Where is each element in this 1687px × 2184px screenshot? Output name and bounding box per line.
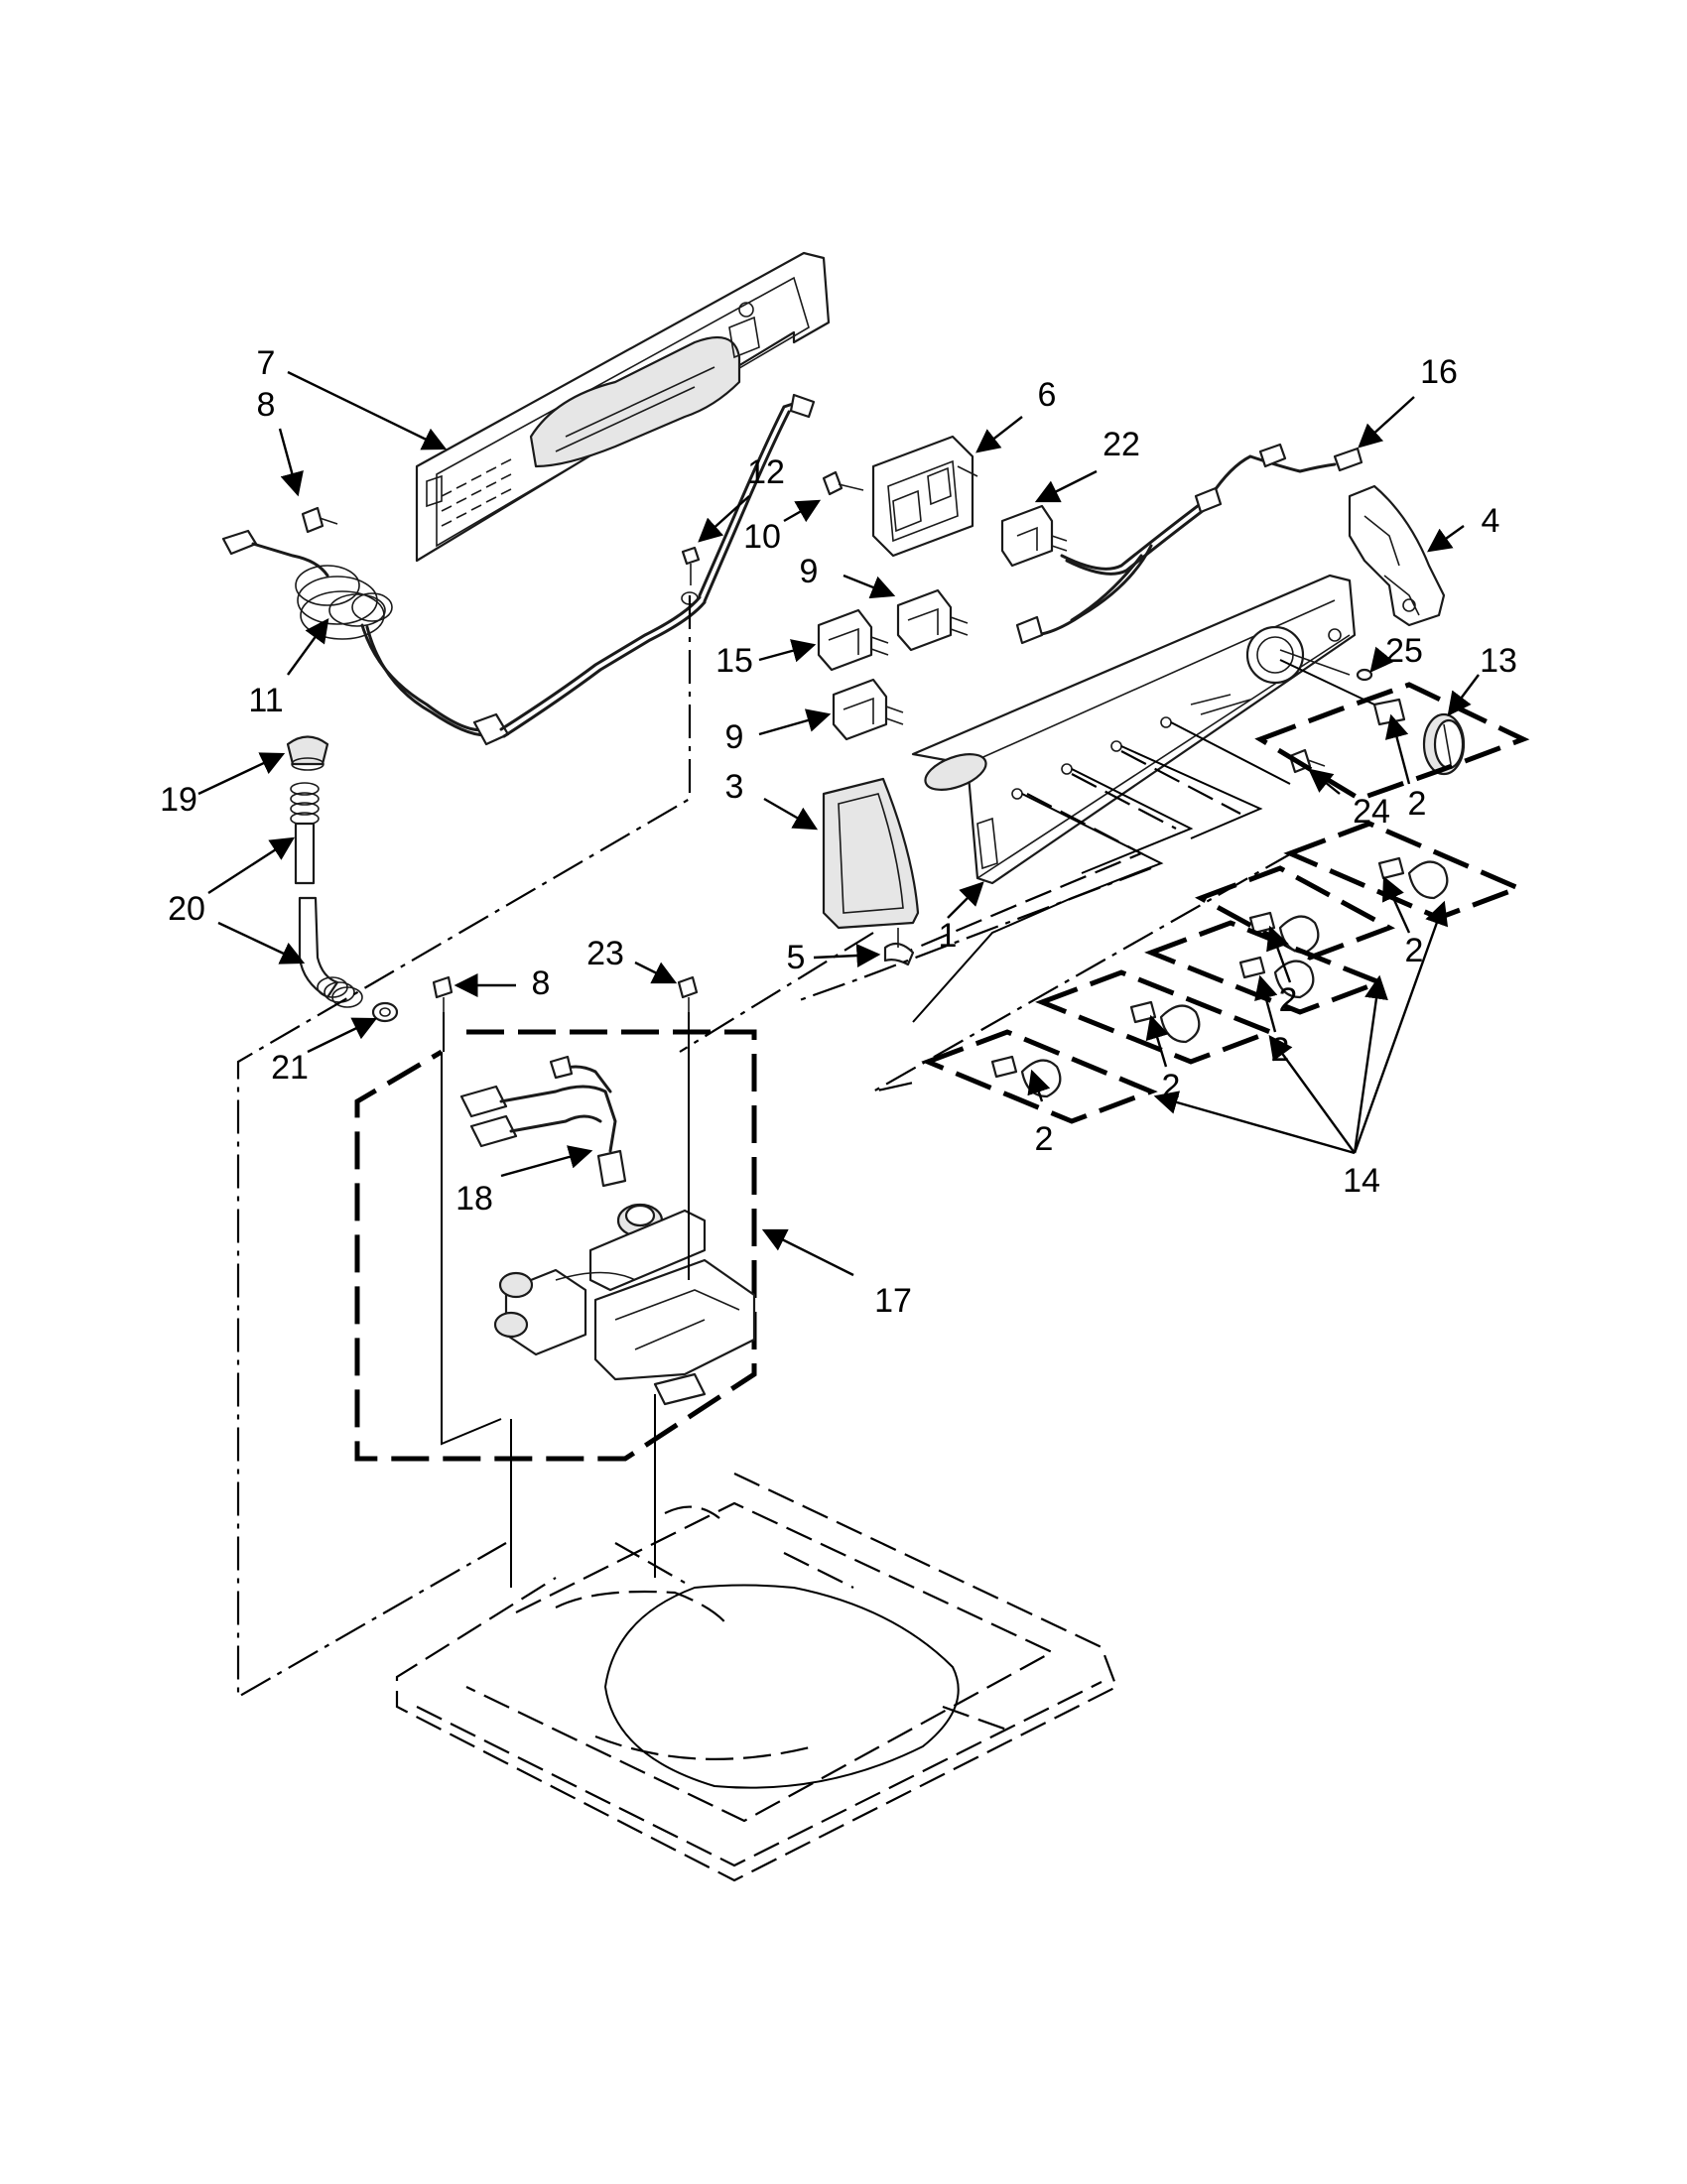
callout-24: 24	[1353, 793, 1390, 831]
callout-8-top: 8	[257, 386, 276, 424]
washer-25	[1356, 668, 1373, 682]
console-rear-panel	[415, 251, 831, 563]
callout-9-lower: 9	[725, 718, 744, 756]
console-main	[911, 574, 1357, 885]
callout-4: 4	[1482, 502, 1500, 540]
screw-10	[822, 470, 864, 496]
water-valve-assembly-box	[354, 1029, 757, 1462]
filler-cap-19	[286, 735, 329, 771]
callout-19: 19	[160, 781, 197, 819]
dispenser-cover-3	[822, 777, 920, 930]
switch-9-upper	[896, 588, 969, 652]
callout-8-lower: 8	[532, 964, 551, 1002]
callout-20: 20	[168, 890, 205, 928]
screw-23	[677, 975, 699, 1012]
water-valve	[493, 1203, 756, 1406]
switch-9-lower	[832, 678, 904, 741]
callout-12: 12	[747, 453, 785, 491]
callout-1: 1	[939, 917, 958, 955]
control-bracket	[1348, 484, 1446, 627]
callout-2-e: 2	[1035, 1120, 1054, 1158]
clip-5	[883, 928, 915, 966]
wire-harness-rear	[499, 393, 816, 738]
console-harness	[1015, 443, 1363, 645]
leader-lines	[197, 370, 1480, 1277]
callout-23: 23	[586, 935, 624, 972]
callout-15: 15	[715, 642, 753, 680]
callout-16: 16	[1420, 353, 1458, 391]
knob-box-1	[1283, 821, 1525, 921]
callout-25: 25	[1385, 632, 1423, 670]
knob-box-4	[1035, 969, 1277, 1065]
callout-3: 3	[725, 768, 744, 806]
callout-22: 22	[1103, 426, 1140, 463]
callout-2-a: 2	[1408, 785, 1427, 823]
callout-6: 6	[1038, 376, 1057, 414]
valve-harness-18	[459, 1055, 627, 1188]
callout-13: 13	[1480, 642, 1517, 680]
screw-8-top	[301, 506, 338, 534]
callout-7: 7	[257, 344, 276, 382]
routing-lines	[236, 595, 1296, 1699]
knob-13	[1372, 698, 1466, 776]
knob-box-5	[921, 1029, 1158, 1124]
knob-box-13	[1254, 682, 1530, 802]
screw-8-lower	[432, 975, 454, 1012]
callout-2-d: 2	[1162, 1068, 1181, 1105]
callout-5: 5	[787, 939, 806, 976]
callout-9-upper: 9	[800, 553, 819, 590]
callout-21: 21	[271, 1049, 309, 1087]
callout-11: 11	[248, 682, 283, 719]
control-board	[871, 435, 978, 558]
callout-labels: 7 8 11 12 10 6 22 16 4 9 15 9 25 13 24 3…	[160, 344, 1517, 1320]
cabinet-top	[395, 1473, 1118, 1882]
screw-12	[681, 546, 701, 585]
callout-2-f: 2	[1271, 1031, 1290, 1069]
switch-22	[1000, 504, 1068, 568]
callout-18: 18	[455, 1180, 493, 1218]
switch-15	[817, 608, 889, 672]
washer-21	[371, 1001, 399, 1023]
power-cord	[221, 529, 510, 746]
callout-2-b: 2	[1405, 932, 1424, 969]
callout-14: 14	[1343, 1162, 1380, 1200]
inlet-hose-20	[290, 782, 363, 1008]
callout-2-c: 2	[1279, 981, 1298, 1019]
callout-10: 10	[743, 518, 781, 556]
callout-17: 17	[874, 1282, 912, 1320]
